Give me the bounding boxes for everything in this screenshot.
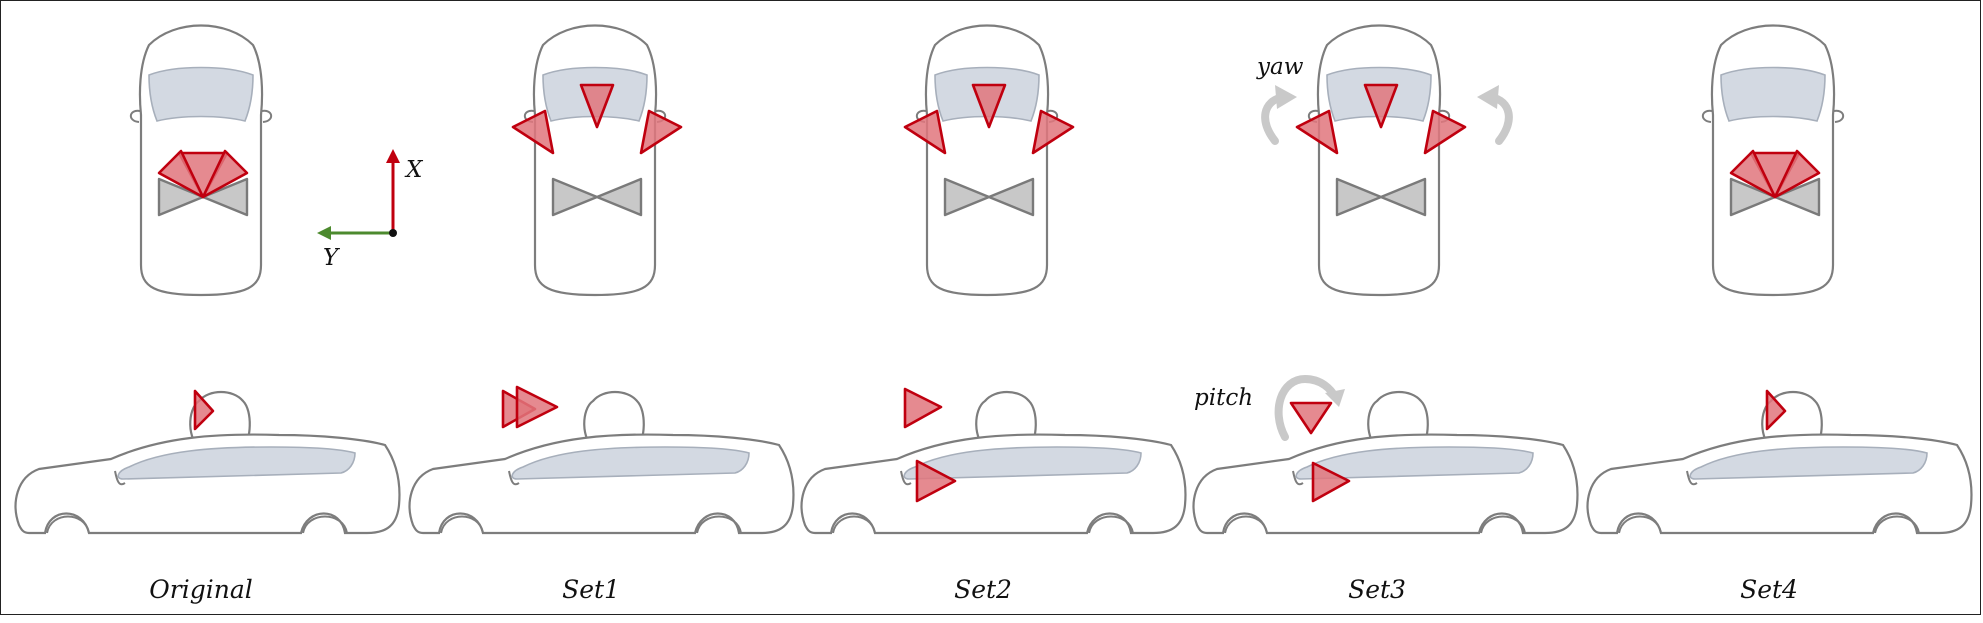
side-mirror-right	[261, 109, 273, 123]
camera-side	[193, 389, 215, 431]
side-mirror-left	[1701, 109, 1713, 123]
front-wheel	[440, 515, 484, 534]
side-view-car-3	[800, 387, 1187, 535]
camera-pitched	[1289, 401, 1333, 435]
lidar-right-lobe	[201, 177, 249, 217]
side-mirror	[114, 470, 126, 486]
camera-left	[903, 109, 947, 155]
top-view-car-1	[129, 24, 273, 297]
rear-wheel	[696, 515, 742, 534]
windshield	[1720, 66, 1826, 122]
camera-front-left	[1729, 149, 1777, 199]
lidar-right-lobe	[987, 177, 1035, 217]
camera-upper	[903, 387, 943, 429]
lidar-right-lobe	[1773, 177, 1821, 217]
yaw-label: yaw	[1257, 54, 1304, 80]
side-view-car-1	[14, 389, 401, 535]
y-axis-arrowhead	[317, 226, 331, 240]
camera-right	[639, 109, 683, 155]
car-body-top	[924, 24, 1050, 297]
rear-wheel	[1480, 515, 1526, 534]
camera-front-right	[1773, 149, 1821, 199]
top-view-car-4	[1295, 24, 1467, 297]
lidar-left-lobe	[943, 177, 991, 217]
pitch-label: pitch	[1194, 385, 1254, 411]
car-body-top	[1316, 24, 1442, 297]
axis-origin	[389, 229, 397, 237]
car-body-top	[532, 24, 658, 297]
x-axis-arrowhead	[386, 149, 400, 163]
pitch-arrow-head	[1325, 389, 1345, 407]
lidar-left-lobe	[551, 177, 599, 217]
side-view-car-2	[408, 385, 795, 535]
side-mirror	[508, 470, 520, 486]
side-mirror	[1686, 470, 1698, 486]
camera-left	[1295, 109, 1339, 155]
side-windows	[117, 446, 356, 480]
windshield	[148, 66, 254, 122]
lidar-right-lobe	[595, 177, 643, 217]
lidar-left-lobe	[1729, 177, 1777, 217]
camera-left	[511, 109, 555, 155]
side-mirror-left	[129, 109, 141, 123]
rear-wheel	[1088, 515, 1134, 534]
top-view-car-2	[511, 24, 683, 297]
top-view-car-3	[903, 24, 1075, 297]
side-windows	[903, 446, 1142, 480]
side-mirror	[900, 470, 912, 486]
side-view-car-5	[1586, 389, 1973, 535]
side-windows	[511, 446, 750, 480]
lidar-left-lobe	[157, 177, 205, 217]
camera-front	[579, 83, 615, 129]
camera-front	[1363, 83, 1399, 129]
side-mirror-right	[1833, 109, 1845, 123]
caption-set4: Set4	[1740, 575, 1798, 604]
y-axis-label: Y	[323, 245, 339, 271]
yaw-arrow-right-head	[1477, 85, 1499, 109]
camera-right	[1423, 109, 1467, 155]
front-wheel	[832, 515, 876, 534]
pitch-arrow	[1274, 374, 1339, 441]
camera-side	[515, 385, 559, 429]
camera-front	[971, 83, 1007, 129]
front-wheel	[46, 515, 90, 534]
rear-wheel	[302, 515, 348, 534]
caption-set2: Set2	[954, 575, 1012, 604]
front-wheel	[1224, 515, 1268, 534]
side-view-car-4	[1192, 390, 1579, 535]
caption-set3: Set3	[1348, 575, 1406, 604]
rear-wheel	[1874, 515, 1920, 534]
camera-front-left	[157, 149, 205, 199]
camera-front-right	[201, 149, 249, 199]
lidar-left-lobe	[1335, 177, 1383, 217]
side-mirror	[1292, 470, 1304, 486]
lidar-right-lobe	[1379, 177, 1427, 217]
top-view-car-5	[1701, 24, 1845, 297]
x-axis-label: X	[406, 157, 423, 183]
caption-set1: Set1	[562, 575, 620, 604]
side-windows	[1689, 446, 1928, 480]
caption-original: Original	[149, 575, 253, 604]
camera-lower	[915, 459, 957, 503]
camera-side	[1765, 389, 1787, 431]
yaw-arrow-left-head	[1275, 85, 1297, 109]
front-wheel	[1618, 515, 1662, 534]
side-windows	[1295, 446, 1534, 480]
camera-right	[1031, 109, 1075, 155]
camera-lower	[1311, 461, 1351, 503]
